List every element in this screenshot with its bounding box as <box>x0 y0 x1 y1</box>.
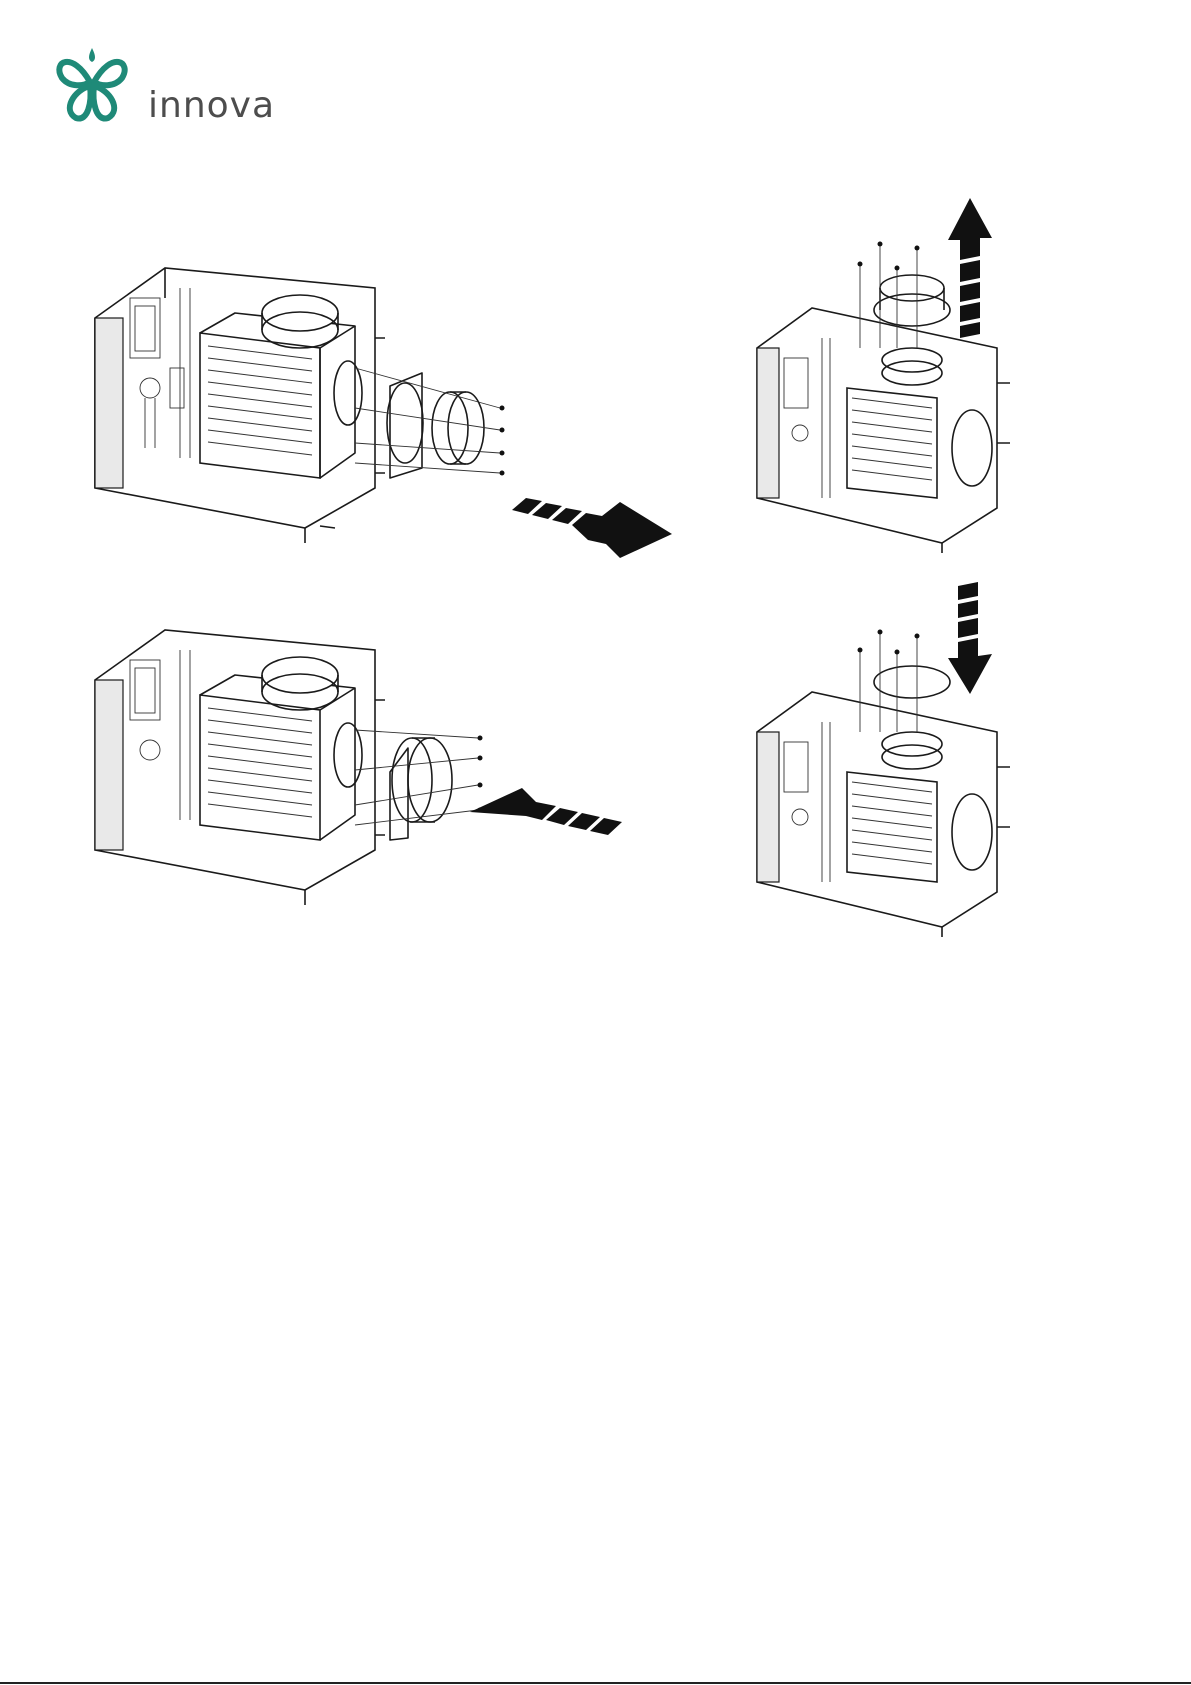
page-bottom-rule <box>0 1682 1191 1684</box>
figure-remove-side-flange <box>90 258 730 558</box>
arrow-down-icon <box>948 582 992 694</box>
figure-install-side-flange <box>90 620 690 920</box>
butterfly-logo-icon <box>52 44 132 124</box>
arrow-right-icon <box>512 498 672 558</box>
figure-install-top-cover <box>752 582 1082 952</box>
arrow-left-icon <box>470 788 622 835</box>
brand-logo: innova <box>52 44 292 124</box>
brand-name: innova <box>148 88 275 124</box>
arrow-up-icon <box>948 198 992 338</box>
figure-remove-top-flange <box>752 198 1082 558</box>
